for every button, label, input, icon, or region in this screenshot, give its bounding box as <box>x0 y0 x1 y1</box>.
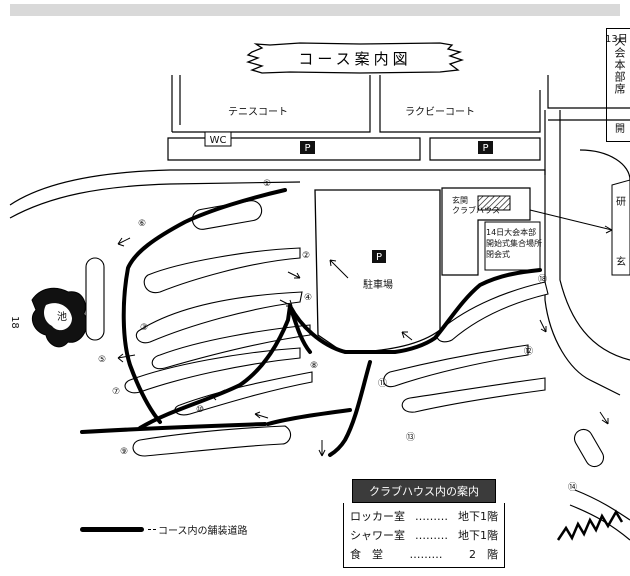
hole-12: ⑫ <box>524 346 533 357</box>
hole-5: ⑤ <box>98 355 106 365</box>
guide-room: ロッカー室 <box>350 510 405 523</box>
legend-label: コース内の舗装道路 <box>158 526 248 537</box>
side-date: 13日 <box>605 34 628 45</box>
guide-room: シャワー室 <box>350 529 405 542</box>
guide-floor: 2 階 <box>469 548 498 561</box>
svg-text:P: P <box>482 143 488 154</box>
tennis-label: テニスコート <box>228 107 288 118</box>
wc-label: WC <box>210 135 227 146</box>
right-building <box>611 179 630 276</box>
side-open-text: 開 <box>615 124 625 135</box>
hole-18: ⑱ <box>538 274 547 285</box>
hole-numbers: ① ② ③ ④ ⑤ ⑥ ⑦ ⑧ ⑨ ⑩ ⑪ ⑫ ⑬ ⑭ ⑱ <box>98 179 577 493</box>
hole-7: ⑦ <box>112 387 120 397</box>
right-entrance-label: 玄 <box>616 255 626 268</box>
title-banner: コース案内図 <box>245 42 465 74</box>
pond-label: 池 <box>57 310 67 323</box>
hole-10: ⑩ <box>196 405 204 415</box>
parking-lot-label: 駐車場 <box>363 278 393 291</box>
legend-dash <box>148 529 156 530</box>
right-building-label: 研 <box>616 196 626 208</box>
lower-right-road <box>569 489 630 541</box>
parking-icon-1: P <box>300 141 315 154</box>
guide-floor: 地下1階 <box>458 529 498 542</box>
guide-room: 食 堂 <box>350 548 383 561</box>
venue-label-3: 閉会式 <box>486 249 510 259</box>
clubhouse: 玄関 クラブハウス 14日大会本部 開始式集合場所 閉会式 <box>441 187 613 276</box>
hole-13: ⑬ <box>406 432 415 443</box>
direction-arrows <box>117 237 609 457</box>
guide-dots: ……… <box>415 510 448 523</box>
guide-dots: ……… <box>415 529 448 542</box>
svg-text:P: P <box>376 252 382 263</box>
side-panel-text: 大会本部席 <box>613 35 626 95</box>
parking-lot: P 駐車場 <box>314 189 441 353</box>
hole-14: ⑭ <box>568 482 577 493</box>
hole-2: ② <box>302 251 310 261</box>
page-number: 18 <box>9 316 20 329</box>
venue-label-2: 開始式集合場所 <box>486 238 542 248</box>
hole-6: ⑥ <box>138 219 146 229</box>
roads <box>9 75 630 396</box>
legend-swatch <box>80 527 144 532</box>
parking-icon-2: P <box>478 141 493 154</box>
hole-4: ④ <box>304 293 312 303</box>
header-shade <box>10 4 620 16</box>
hole-9: ⑨ <box>120 447 128 457</box>
clubhouse-guide: クラブハウス内の案内 ロッカー室 ……… 地下1階 シャワー室 ……… 地下1階… <box>343 479 505 568</box>
side-panel: 大会本部席 <box>606 28 630 142</box>
fairways <box>85 200 605 468</box>
guide-dots: ……… <box>409 548 443 561</box>
svg-text:P: P <box>304 143 310 154</box>
venue-label-1: 14日大会本部 <box>486 227 536 237</box>
guide-row-locker: ロッカー室 ……… 地下1階 <box>350 507 498 526</box>
parking-lot-icon <box>372 250 386 263</box>
map-title: コース案内図 <box>298 50 411 68</box>
hole-8: ⑧ <box>310 361 318 371</box>
paved-road <box>80 188 542 457</box>
fence-zigzag <box>556 509 624 541</box>
clubhouse-guide-title: クラブハウス内の案内 <box>352 479 496 503</box>
guide-row-dining: 食 堂 ……… 2 階 <box>350 545 498 564</box>
rugby-label: ラクビーコート <box>405 106 475 118</box>
hole-11: ⑪ <box>378 378 387 389</box>
legend: コース内の舗装道路 <box>80 522 248 537</box>
hole-1: ① <box>263 179 271 189</box>
guide-floor: 地下1階 <box>458 510 498 523</box>
clubhouse-label: クラブハウス <box>452 205 500 215</box>
hole-3: ③ <box>140 323 148 333</box>
pond: 池 <box>31 287 88 348</box>
guide-row-shower: シャワー室 ……… 地下1階 <box>350 526 498 545</box>
wc-box <box>204 131 232 147</box>
entrance-label: 玄関 <box>452 195 468 205</box>
